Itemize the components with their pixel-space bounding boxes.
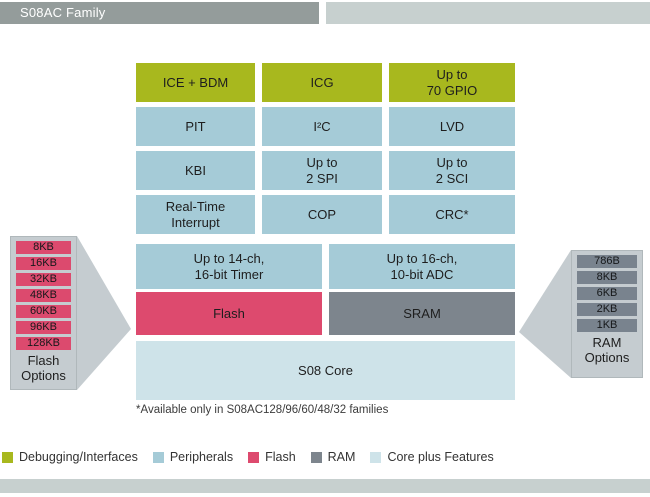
- header-right-bar: [326, 2, 650, 24]
- ram-option-chip: 6KB: [577, 287, 637, 300]
- legend-item-ram: RAM: [310, 450, 356, 464]
- block-gpio: Up to 70 GPIO: [389, 63, 515, 102]
- block-rti: Real-Time Interrupt: [136, 195, 255, 234]
- flash-options-label: Flash Options: [21, 353, 66, 383]
- ram-option-chip: 2KB: [577, 303, 637, 316]
- flash-swatch-icon: [248, 451, 260, 463]
- block-spi: Up to 2 SPI: [262, 151, 382, 190]
- block-crc: CRC*: [389, 195, 515, 234]
- flash-option-chip: 128KB: [16, 337, 71, 350]
- ram-options-label: RAM Options: [584, 335, 630, 365]
- legend-item-core: Core plus Features: [370, 450, 494, 464]
- legend-label: RAM: [327, 450, 356, 464]
- ram-option-chip: 786B: [577, 255, 637, 268]
- legend: Debugging/Interfaces Peripherals Flash R…: [2, 450, 494, 464]
- legend-item-debugging: Debugging/Interfaces: [2, 450, 138, 464]
- core-swatch-icon: [370, 451, 382, 463]
- footer-bar: [0, 479, 650, 493]
- block-sci: Up to 2 SCI: [389, 151, 515, 190]
- block-s08-core: S08 Core: [136, 341, 515, 400]
- legend-item-flash: Flash: [248, 450, 296, 464]
- flash-option-chip: 60KB: [16, 305, 71, 318]
- ram-swatch-icon: [310, 451, 322, 463]
- block-flash: Flash: [136, 292, 322, 335]
- legend-item-peripherals: Peripherals: [152, 450, 234, 464]
- block-ice-bdm: ICE + BDM: [136, 63, 255, 102]
- ram-options-panel: 786B 8KB 6KB 2KB 1KB RAM Options: [571, 250, 643, 378]
- flash-option-chip: 96KB: [16, 321, 71, 334]
- block-adc: Up to 16-ch, 10-bit ADC: [329, 244, 515, 289]
- flash-option-chip: 32KB: [16, 273, 71, 286]
- footnote: *Available only in S08AC128/96/60/48/32 …: [136, 404, 389, 416]
- block-sram: SRAM: [329, 292, 515, 335]
- block-cop: COP: [262, 195, 382, 234]
- flash-options-arrow: [77, 236, 131, 390]
- flash-option-chip: 8KB: [16, 241, 71, 254]
- legend-label: Debugging/Interfaces: [19, 450, 138, 464]
- debugging-swatch-icon: [2, 451, 13, 463]
- block-lvd: LVD: [389, 107, 515, 146]
- block-icg: ICG: [262, 63, 382, 102]
- flash-option-chip: 48KB: [16, 289, 71, 302]
- peripherals-swatch-icon: [152, 451, 164, 463]
- ram-options-arrow: [519, 250, 571, 378]
- block-kbi: KBI: [136, 151, 255, 190]
- page-title: S08AC Family: [0, 2, 319, 24]
- flash-options-panel: 8KB 16KB 32KB 48KB 60KB 96KB 128KB Flash…: [10, 236, 77, 390]
- legend-label: Core plus Features: [387, 450, 494, 464]
- block-i2c: I²C: [262, 107, 382, 146]
- block-pit: PIT: [136, 107, 255, 146]
- legend-label: Flash: [265, 450, 296, 464]
- ram-option-chip: 1KB: [577, 319, 637, 332]
- block-timer: Up to 14-ch, 16-bit Timer: [136, 244, 322, 289]
- flash-option-chip: 16KB: [16, 257, 71, 270]
- legend-label: Peripherals: [169, 450, 234, 464]
- ram-option-chip: 8KB: [577, 271, 637, 284]
